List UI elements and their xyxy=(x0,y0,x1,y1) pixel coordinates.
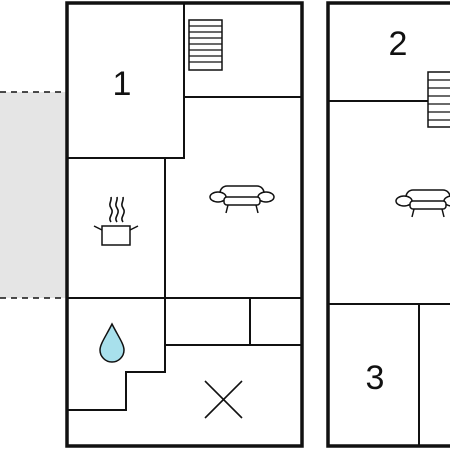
ground-floor: 1 xyxy=(65,1,304,448)
stairs-icon xyxy=(188,19,223,71)
cooking-pot-icon xyxy=(93,196,139,246)
sofa-icon xyxy=(209,185,275,214)
terrace-area xyxy=(0,91,66,299)
upper-floor-outline xyxy=(326,1,450,448)
cross-icon xyxy=(204,380,243,419)
interior-walls xyxy=(67,3,302,411)
room-label-3: 3 xyxy=(366,359,385,397)
room-label-2: 2 xyxy=(389,25,408,63)
upper-floor: 2 3 xyxy=(326,1,450,448)
stairs-icon xyxy=(427,71,450,128)
sofa-icon xyxy=(395,189,450,218)
water-drop-icon xyxy=(99,322,125,363)
room-label-1: 1 xyxy=(113,65,132,103)
